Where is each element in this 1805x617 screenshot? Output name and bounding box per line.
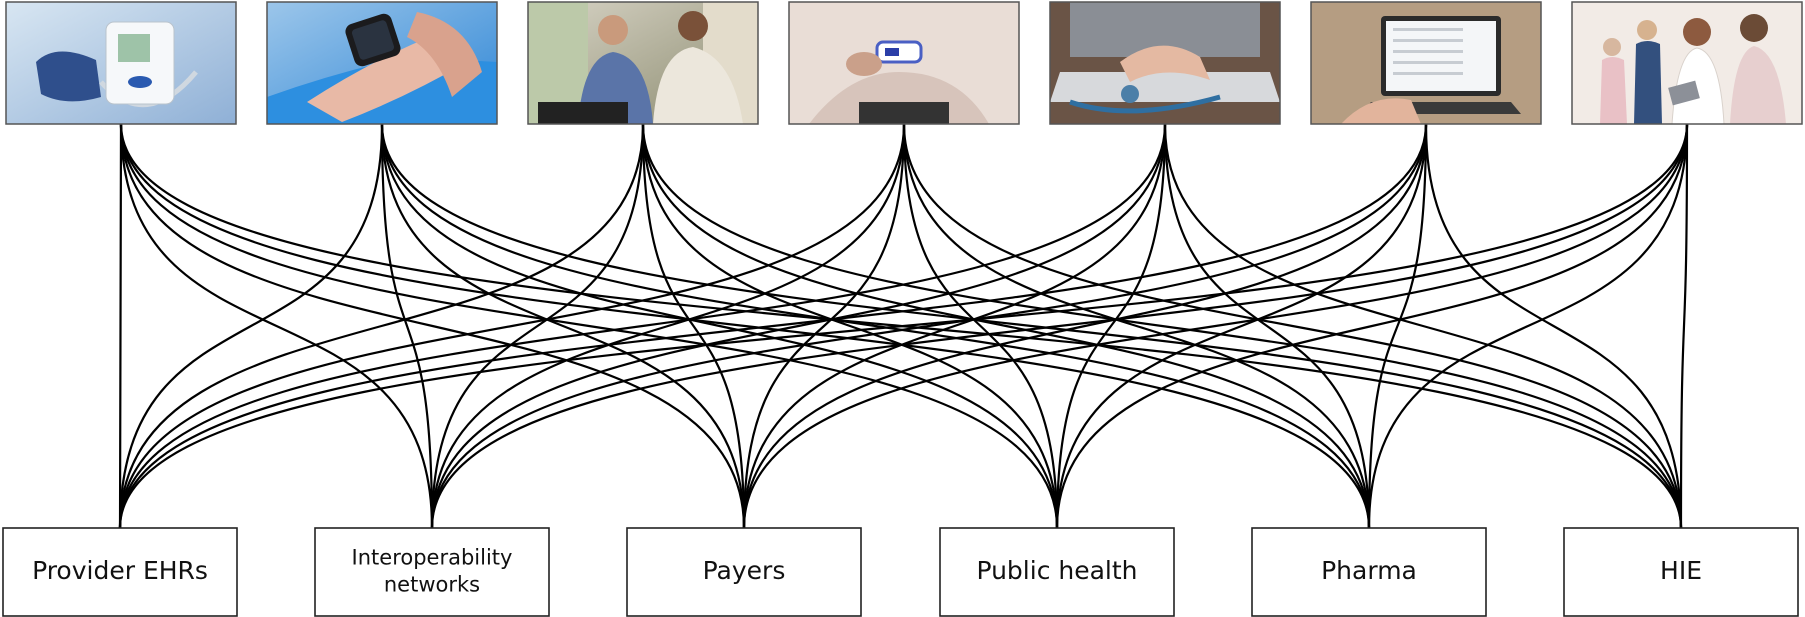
public-health-box-label: Public health xyxy=(976,556,1137,585)
connection-laptop-stethoscope-photo-to-interoperability-networks-box xyxy=(430,123,1167,529)
connection-smartwatch-photo-to-provider-ehrs-box xyxy=(118,123,384,529)
interoperability-networks-box-label: Interoperability xyxy=(352,546,513,570)
destination-box-row: Provider EHRs Interoperability networks Pay… xyxy=(2,527,1799,617)
connection-doctor-patient-consultation-photo-to-hie-box xyxy=(641,123,1683,529)
connection-clinic-tablet-photo-to-interoperability-networks-box xyxy=(430,123,1689,529)
connection-pulse-oximeter-photo-to-provider-ehrs-box xyxy=(118,123,906,529)
connection-laptop-dashboard-photo-to-hie-box xyxy=(1424,123,1683,529)
connection-clinic-tablet-photo-to-hie-box xyxy=(1679,123,1689,529)
pulse-oximeter-photo xyxy=(788,1,1020,125)
smartwatch-photo xyxy=(266,1,498,125)
pharma-box-label: Pharma xyxy=(1321,556,1417,585)
connection-blood-pressure-monitor-photo-to-public-health-box xyxy=(119,123,1059,529)
hie-box-label: HIE xyxy=(1660,556,1702,585)
connection-doctor-patient-consultation-photo-to-public-health-box xyxy=(641,123,1059,529)
provider-ehrs-box: Provider EHRs xyxy=(2,527,238,617)
connection-laptop-dashboard-photo-to-provider-ehrs-box xyxy=(118,123,1428,529)
connection-blood-pressure-monitor-photo-to-payers-box xyxy=(119,123,746,529)
connection-laptop-stethoscope-photo-to-provider-ehrs-box xyxy=(118,123,1167,529)
connection-laptop-stethoscope-photo-to-payers-box xyxy=(742,123,1167,529)
connection-pulse-oximeter-photo-to-payers-box xyxy=(742,123,906,529)
connection-blood-pressure-monitor-photo-to-provider-ehrs-box xyxy=(118,123,123,529)
connection-laptop-dashboard-photo-to-public-health-box xyxy=(1055,123,1428,529)
connection-pulse-oximeter-photo-to-pharma-box xyxy=(902,123,1371,529)
connection-smartwatch-photo-to-public-health-box xyxy=(380,123,1059,529)
laptop-dashboard-photo xyxy=(1310,1,1542,125)
connection-clinic-tablet-photo-to-pharma-box xyxy=(1367,123,1689,529)
connection-doctor-patient-consultation-photo-to-provider-ehrs-box xyxy=(118,123,645,529)
connection-lines xyxy=(118,123,1689,529)
public-health-box: Public health xyxy=(939,527,1175,617)
connection-laptop-dashboard-photo-to-pharma-box xyxy=(1367,123,1428,529)
connection-doctor-patient-consultation-photo-to-pharma-box xyxy=(641,123,1371,529)
connection-smartwatch-photo-to-pharma-box xyxy=(380,123,1371,529)
connection-laptop-dashboard-photo-to-payers-box xyxy=(742,123,1428,529)
doctor-patient-consultation-photo xyxy=(527,1,759,125)
connection-blood-pressure-monitor-photo-to-interoperability-networks-box xyxy=(119,123,434,529)
connection-blood-pressure-monitor-photo-to-pharma-box xyxy=(119,123,1371,529)
connection-smartwatch-photo-to-interoperability-networks-box xyxy=(380,123,434,529)
connection-laptop-stethoscope-photo-to-hie-box xyxy=(1163,123,1683,529)
connection-pulse-oximeter-photo-to-hie-box xyxy=(902,123,1683,529)
payers-box: Payers xyxy=(626,527,862,617)
blood-pressure-monitor-photo xyxy=(5,1,237,125)
interoperability-networks-box: Interoperability networks xyxy=(314,527,550,617)
connection-pulse-oximeter-photo-to-interoperability-networks-box xyxy=(430,123,906,529)
connection-smartwatch-photo-to-payers-box xyxy=(380,123,746,529)
connection-doctor-patient-consultation-photo-to-payers-box xyxy=(641,123,746,529)
connection-laptop-stethoscope-photo-to-public-health-box xyxy=(1055,123,1167,529)
laptop-stethoscope-photo xyxy=(1049,1,1281,125)
pharma-box: Pharma xyxy=(1251,527,1487,617)
connection-laptop-dashboard-photo-to-interoperability-networks-box xyxy=(430,123,1428,529)
connection-clinic-tablet-photo-to-provider-ehrs-box xyxy=(118,123,1689,529)
payers-box-label: Payers xyxy=(703,556,786,585)
clinic-tablet-photo xyxy=(1571,1,1803,125)
connection-smartwatch-photo-to-hie-box xyxy=(380,123,1683,529)
connection-clinic-tablet-photo-to-public-health-box xyxy=(1055,123,1689,529)
connection-doctor-patient-consultation-photo-to-interoperability-networks-box xyxy=(430,123,645,529)
connection-clinic-tablet-photo-to-payers-box xyxy=(742,123,1689,529)
connection-pulse-oximeter-photo-to-public-health-box xyxy=(902,123,1059,529)
hie-box: HIE xyxy=(1563,527,1799,617)
interoperability-networks-box-label: networks xyxy=(384,573,480,597)
source-photo-row xyxy=(5,1,1803,125)
provider-ehrs-box-label: Provider EHRs xyxy=(32,556,208,585)
connection-laptop-stethoscope-photo-to-pharma-box xyxy=(1163,123,1371,529)
